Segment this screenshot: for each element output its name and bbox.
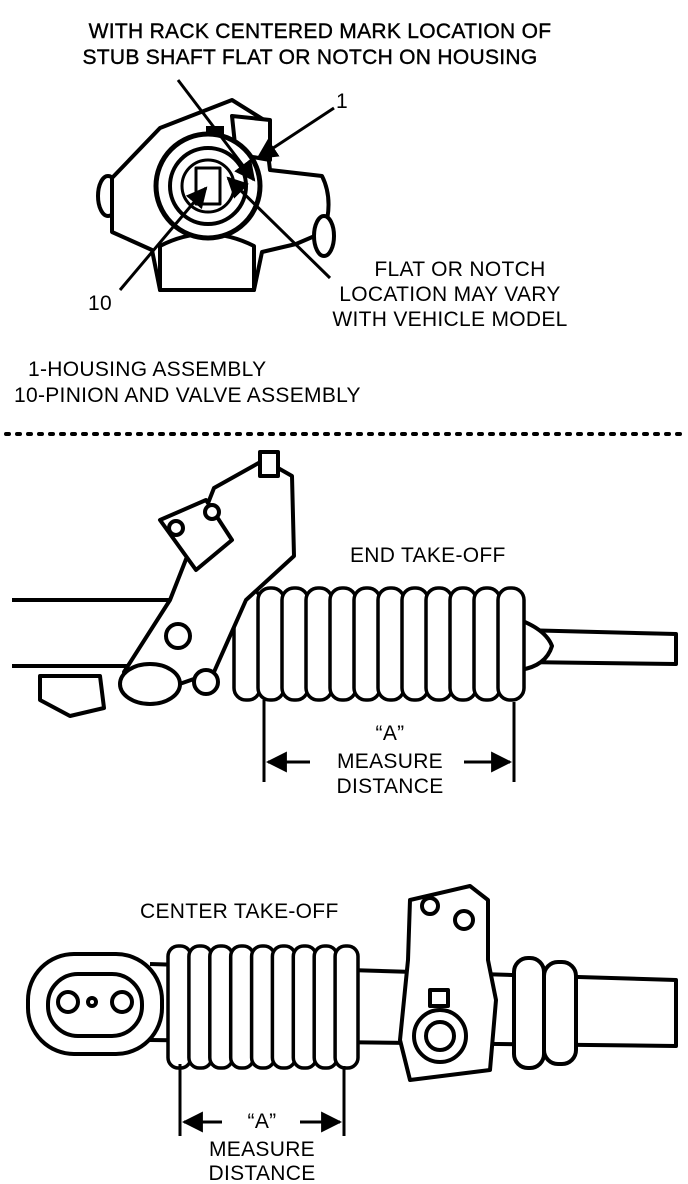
- center-mount-pin: [86, 996, 98, 1008]
- note-line-1: FLAT OR NOTCH: [374, 258, 546, 281]
- center-measure-line-1: MEASURE: [209, 1138, 315, 1161]
- center-right-boot-2: [542, 960, 578, 1066]
- center-mount-bolt-1: [56, 990, 80, 1014]
- center-boot-convolution: [333, 944, 360, 1070]
- end-boot-convolution: [472, 586, 502, 702]
- end-takeoff-title: END TAKE-OFF: [350, 544, 506, 567]
- legend-line-1: 1-HOUSING ASSEMBLY: [28, 358, 267, 381]
- end-dimension: [262, 700, 516, 782]
- center-fitting: [428, 988, 450, 1008]
- end-boot-convolution: [328, 586, 358, 702]
- end-bolt: [164, 622, 192, 650]
- end-boot-convolution: [448, 586, 478, 702]
- end-boot-convolution: [352, 586, 382, 702]
- end-port-hole-1: [167, 519, 185, 537]
- end-boot-convolution: [256, 586, 286, 702]
- end-takeoff-drawing: [12, 598, 678, 718]
- center-takeoff-title: CENTER TAKE-OFF: [140, 900, 339, 923]
- end-boot-convolution: [280, 586, 310, 702]
- end-dim-label: “A”: [375, 722, 405, 745]
- end-boot-bellows: [232, 586, 526, 702]
- end-valve-housing: [118, 450, 296, 706]
- end-left-mount: [38, 674, 106, 718]
- legend-line-2: 10-PINION AND VALVE ASSEMBLY: [14, 384, 361, 407]
- center-boot-bellows: [166, 944, 360, 1070]
- leader-1: [256, 106, 335, 160]
- leader-heading: [176, 79, 256, 182]
- end-port-hole-2: [203, 503, 221, 521]
- leader-notch: [226, 176, 332, 280]
- end-boot-convolution: [376, 586, 406, 702]
- end-boot-convolution: [400, 586, 430, 702]
- end-boot-cap: [518, 618, 554, 672]
- end-lower-cap: [118, 662, 182, 706]
- center-mount-bolt-2: [110, 990, 134, 1014]
- leader-10: [118, 186, 208, 291]
- lower-neck: [158, 232, 256, 292]
- end-right-tube: [519, 628, 678, 666]
- end-boot-convolution: [496, 586, 526, 702]
- center-port-1: [420, 896, 440, 916]
- end-top-fitting: [258, 450, 280, 478]
- callout-1: 1: [336, 90, 348, 113]
- center-valve-cap-inner: [424, 1020, 456, 1052]
- heading-line-2: STUB SHAFT FLAT OR NOTCH ON HOUSING: [82, 46, 538, 69]
- center-valve-housing: [398, 884, 498, 1082]
- center-port-2: [453, 909, 475, 931]
- shaft-flat: [194, 166, 222, 206]
- end-measure-line-2: DISTANCE: [336, 775, 444, 798]
- center-dim-label: “A”: [247, 1110, 277, 1133]
- end-bolt-2: [192, 668, 220, 696]
- callout-10: 10: [88, 292, 112, 315]
- center-measure-line-2: DISTANCE: [208, 1162, 316, 1184]
- end-boot-convolution: [304, 586, 334, 702]
- note-line-3: WITH VEHICLE MODEL: [332, 308, 568, 331]
- right-port: [312, 214, 336, 258]
- note-line-2: LOCATION MAY VARY: [339, 283, 561, 306]
- center-dimension: [178, 1064, 346, 1136]
- heading-line-1: WITH RACK CENTERED MARK LOCATION OF: [88, 20, 552, 43]
- center-right-boot-1: [512, 956, 546, 1070]
- end-measure-line-1: MEASURE: [337, 750, 443, 773]
- end-boot-convolution: [424, 586, 454, 702]
- top-leaders: [118, 79, 335, 291]
